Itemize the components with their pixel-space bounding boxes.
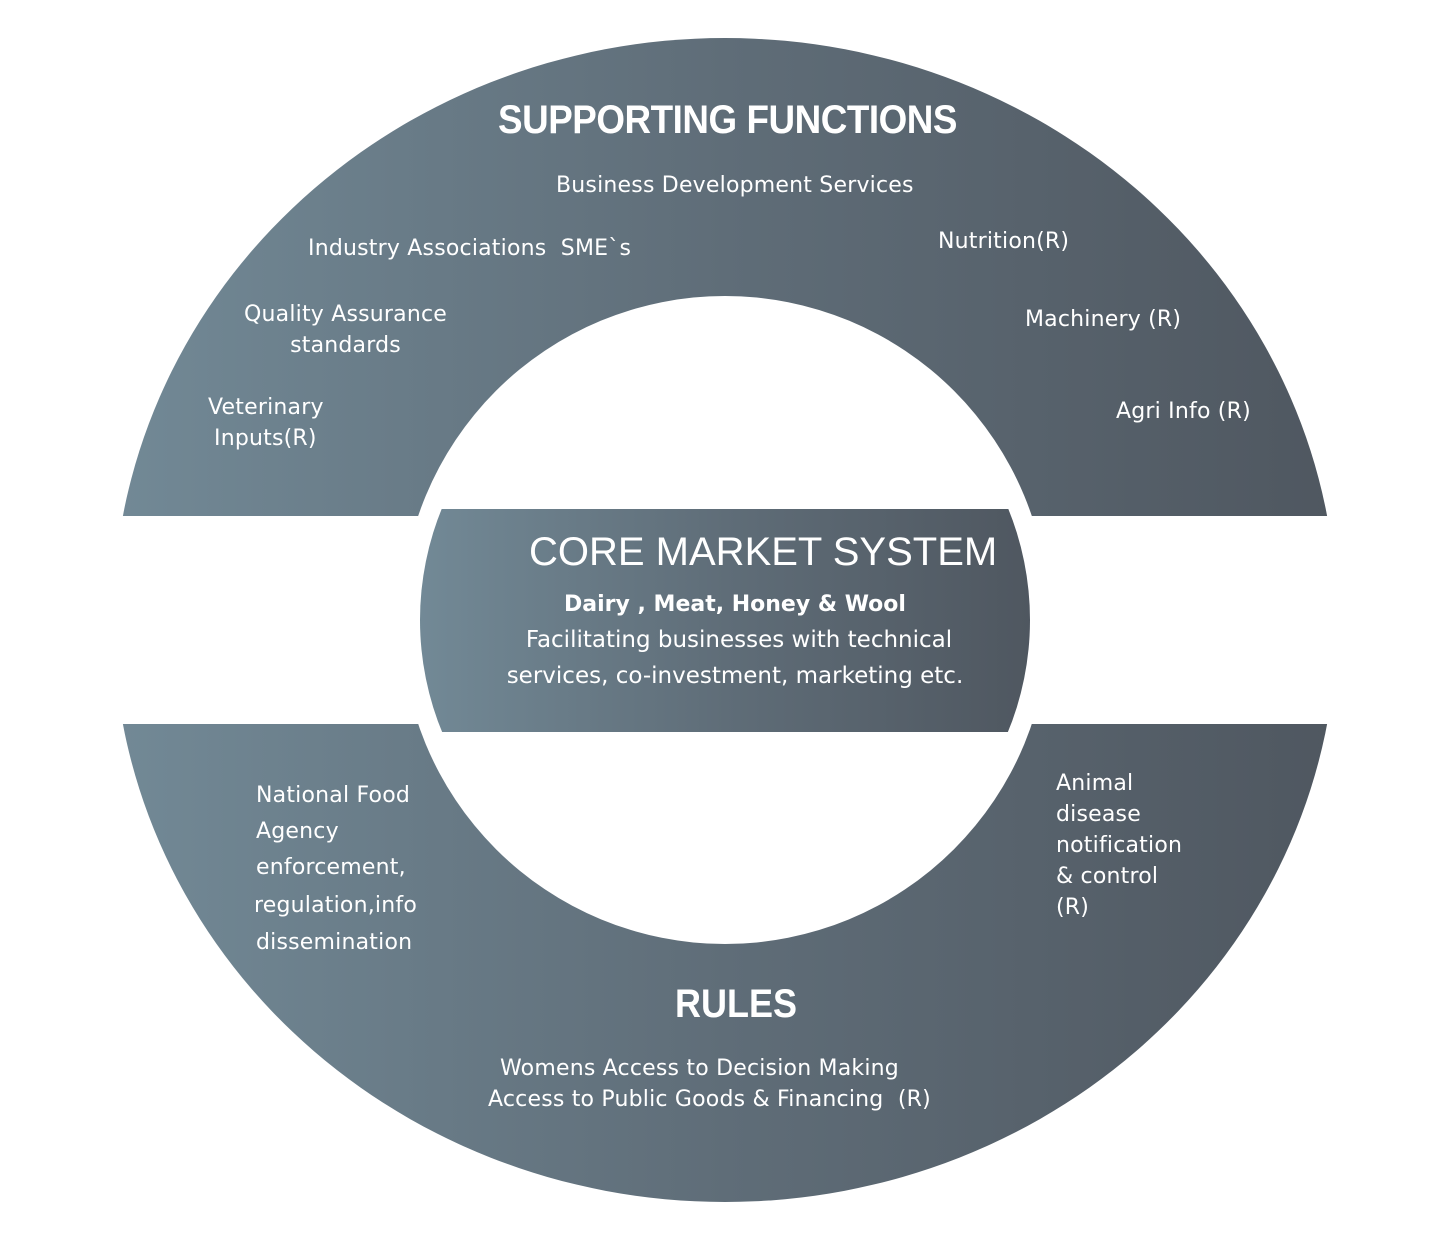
womens-access-label: Womens Access to Decision Making: [500, 1056, 899, 1081]
core-market-description-line-2: services, co-investment, marketing etc.: [506, 663, 964, 689]
agri-info-label: Agri Info (R): [1116, 399, 1251, 424]
animal-disease-label: Animal disease notification & control (R…: [1056, 768, 1182, 923]
business-development-label: Business Development Services: [556, 173, 914, 198]
quality-assurance-label: Quality Assurance standards: [244, 299, 447, 361]
animal-disease-line-3: notification: [1056, 833, 1183, 858]
core-market-box: [420, 509, 1030, 732]
nfa-line-3: enforcement,: [256, 855, 406, 880]
rules-title: RULES: [675, 982, 798, 1026]
animal-disease-line-1: Animal: [1056, 771, 1134, 796]
core-market-system-title: CORE MARKET SYSTEM: [529, 530, 998, 574]
nfa-line-4: regulation,info: [254, 893, 417, 918]
industry-associations-label: Industry Associations SME`s: [308, 236, 632, 261]
nfa-line-1: National Food: [256, 783, 411, 808]
machinery-label: Machinery (R): [1025, 307, 1182, 332]
quality-assurance-line-2: standards: [290, 333, 401, 358]
public-goods-label: Access to Public Goods & Financing (R): [488, 1087, 931, 1112]
nfa-line-2: Agency: [256, 819, 339, 844]
nfa-line-5: dissemination: [256, 930, 413, 955]
nutrition-label: Nutrition(R): [938, 229, 1070, 254]
veterinary-line-1: Veterinary: [208, 395, 324, 420]
veterinary-inputs-label: Veterinary Inputs(R): [208, 392, 324, 454]
core-market-subtitle: Dairy , Meat, Honey & Wool: [564, 592, 906, 617]
supporting-functions-title: SUPPORTING FUNCTIONS: [498, 98, 957, 142]
veterinary-line-2: Inputs(R): [214, 426, 317, 451]
core-market-description-line-1: Facilitating businesses with technical: [525, 627, 953, 653]
quality-assurance-line-1: Quality Assurance: [244, 302, 448, 327]
animal-disease-line-2: disease: [1056, 802, 1141, 827]
animal-disease-line-5: (R): [1056, 895, 1090, 920]
animal-disease-line-4: & control: [1056, 864, 1159, 889]
national-food-agency-label: National Food Agency enforcement, regula…: [254, 778, 417, 960]
